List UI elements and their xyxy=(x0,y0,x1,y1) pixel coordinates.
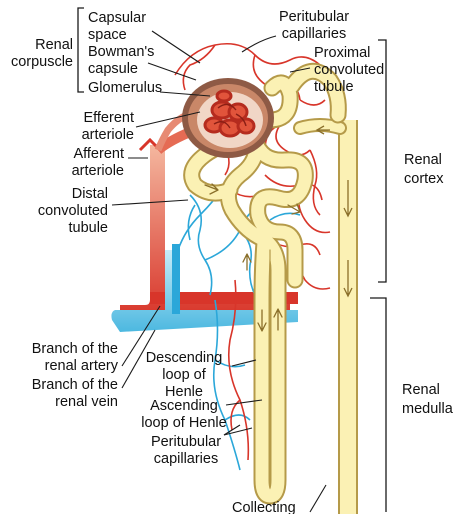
flow-arrow xyxy=(343,180,353,218)
flow-arrow xyxy=(257,309,267,332)
flow-arrow xyxy=(287,203,301,215)
brackets xyxy=(77,7,387,512)
flow-arrow xyxy=(204,183,219,195)
label-glomerulus: Glomerulus xyxy=(88,80,162,96)
label-collecting: Collecting xyxy=(232,500,296,514)
renal-vein-branch xyxy=(111,244,298,332)
nephron-tubule xyxy=(183,62,347,505)
flow-arrow xyxy=(343,260,353,298)
flow-arrow xyxy=(242,253,252,271)
renal-corpuscle xyxy=(182,78,274,158)
flow-arrow xyxy=(315,125,330,135)
leader-lines xyxy=(111,30,327,513)
renal-corpuscle-bracket xyxy=(77,7,84,93)
collecting-duct xyxy=(293,118,358,514)
flow-arrow xyxy=(273,308,283,331)
glomerulus xyxy=(203,89,256,138)
renal-cortex-bracket xyxy=(378,39,387,283)
renal-medulla-bracket xyxy=(370,297,387,512)
